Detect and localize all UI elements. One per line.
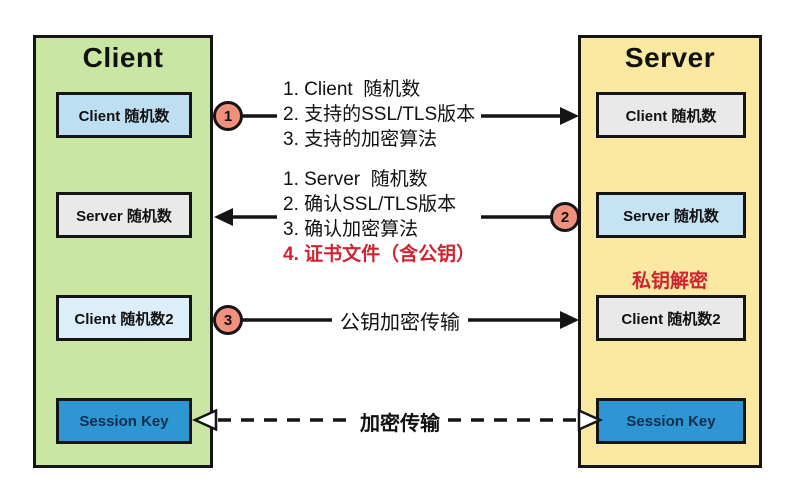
- step-badge-1: 1: [213, 101, 243, 131]
- message-1-line-3: 3. 支持的加密算法: [283, 129, 438, 150]
- message-2-line-2: 2. 确认SSL/TLS版本: [283, 194, 457, 215]
- server-panel-title: Server: [624, 42, 716, 73]
- client-panel: Client Client 随机数 Server 随机数 Client 随机数2…: [33, 35, 213, 468]
- server-panel: Server Client 随机数 Server 随机数 私钥解密 Client…: [578, 35, 762, 468]
- message-1-text: 1. Client 随机数 2. 支持的SSL/TLS版本 3. 支持的加密算法: [277, 76, 482, 153]
- server-client-random-box: Client 随机数: [596, 92, 746, 138]
- server-session-key-box: Session Key: [596, 398, 746, 444]
- client-panel-title: Client: [82, 42, 164, 73]
- message-2-text: 1. Server 随机数 2. 确认SSL/TLS版本 3. 确认加密算法 4…: [277, 166, 482, 268]
- message-2-line-1: 1. Server 随机数: [283, 169, 428, 190]
- message-1-line-1: 1. Client 随机数: [283, 79, 421, 100]
- private-key-decrypt-label: 私钥解密: [631, 271, 708, 292]
- message-4-label: 加密传输: [352, 407, 448, 436]
- message-2-arrowhead-left-icon: [214, 208, 233, 226]
- message-4-hollow-arrowhead-left-icon: [191, 408, 218, 432]
- client-session-key-box: Session Key: [56, 398, 192, 444]
- message-1-arrowhead-right-icon: [560, 107, 579, 125]
- client-server-random-box: Server 随机数: [56, 192, 192, 238]
- step-badge-2: 2: [550, 202, 580, 232]
- server-client-random2-box: Client 随机数2: [596, 295, 746, 341]
- client-random-box: Client 随机数: [56, 92, 192, 138]
- client-random2-box: Client 随机数2: [56, 295, 192, 341]
- message-2-certificate-highlight: 4. 证书文件（含公钥）: [283, 244, 476, 265]
- step-badge-3: 3: [213, 305, 243, 335]
- message-2-line-3: 3. 确认加密算法: [283, 219, 419, 240]
- message-3-arrowhead-right-icon: [560, 311, 579, 329]
- message-1-line-2: 2. 支持的SSL/TLS版本: [283, 104, 476, 125]
- server-random-box: Server 随机数: [596, 192, 746, 238]
- message-3-label: 公钥加密传输: [332, 306, 468, 335]
- message-4-hollow-arrowhead-right-icon: [577, 408, 604, 432]
